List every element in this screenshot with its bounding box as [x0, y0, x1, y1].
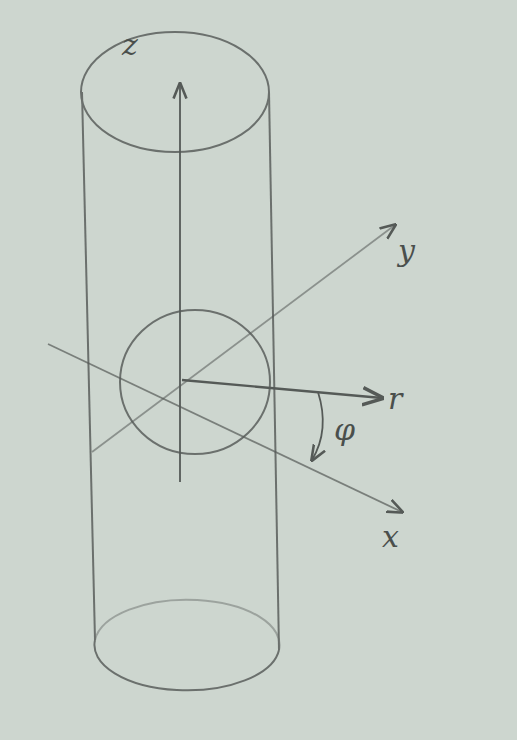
z-axis — [179, 84, 181, 482]
cylinder-right-edge — [269, 92, 279, 650]
bottom-ellipse-back — [95, 600, 280, 650]
x-axis — [48, 344, 402, 512]
axis-label: z — [122, 30, 138, 60]
angle-label: φ — [334, 415, 355, 445]
r-vector — [182, 380, 382, 398]
axis-label: y — [398, 236, 415, 266]
vector-label: r — [388, 384, 402, 414]
bottom-ellipse-front — [94, 640, 279, 690]
top-ellipse — [81, 32, 269, 152]
axis-label: x — [382, 522, 399, 552]
y-axis — [92, 225, 395, 452]
angle-arc — [312, 392, 323, 460]
